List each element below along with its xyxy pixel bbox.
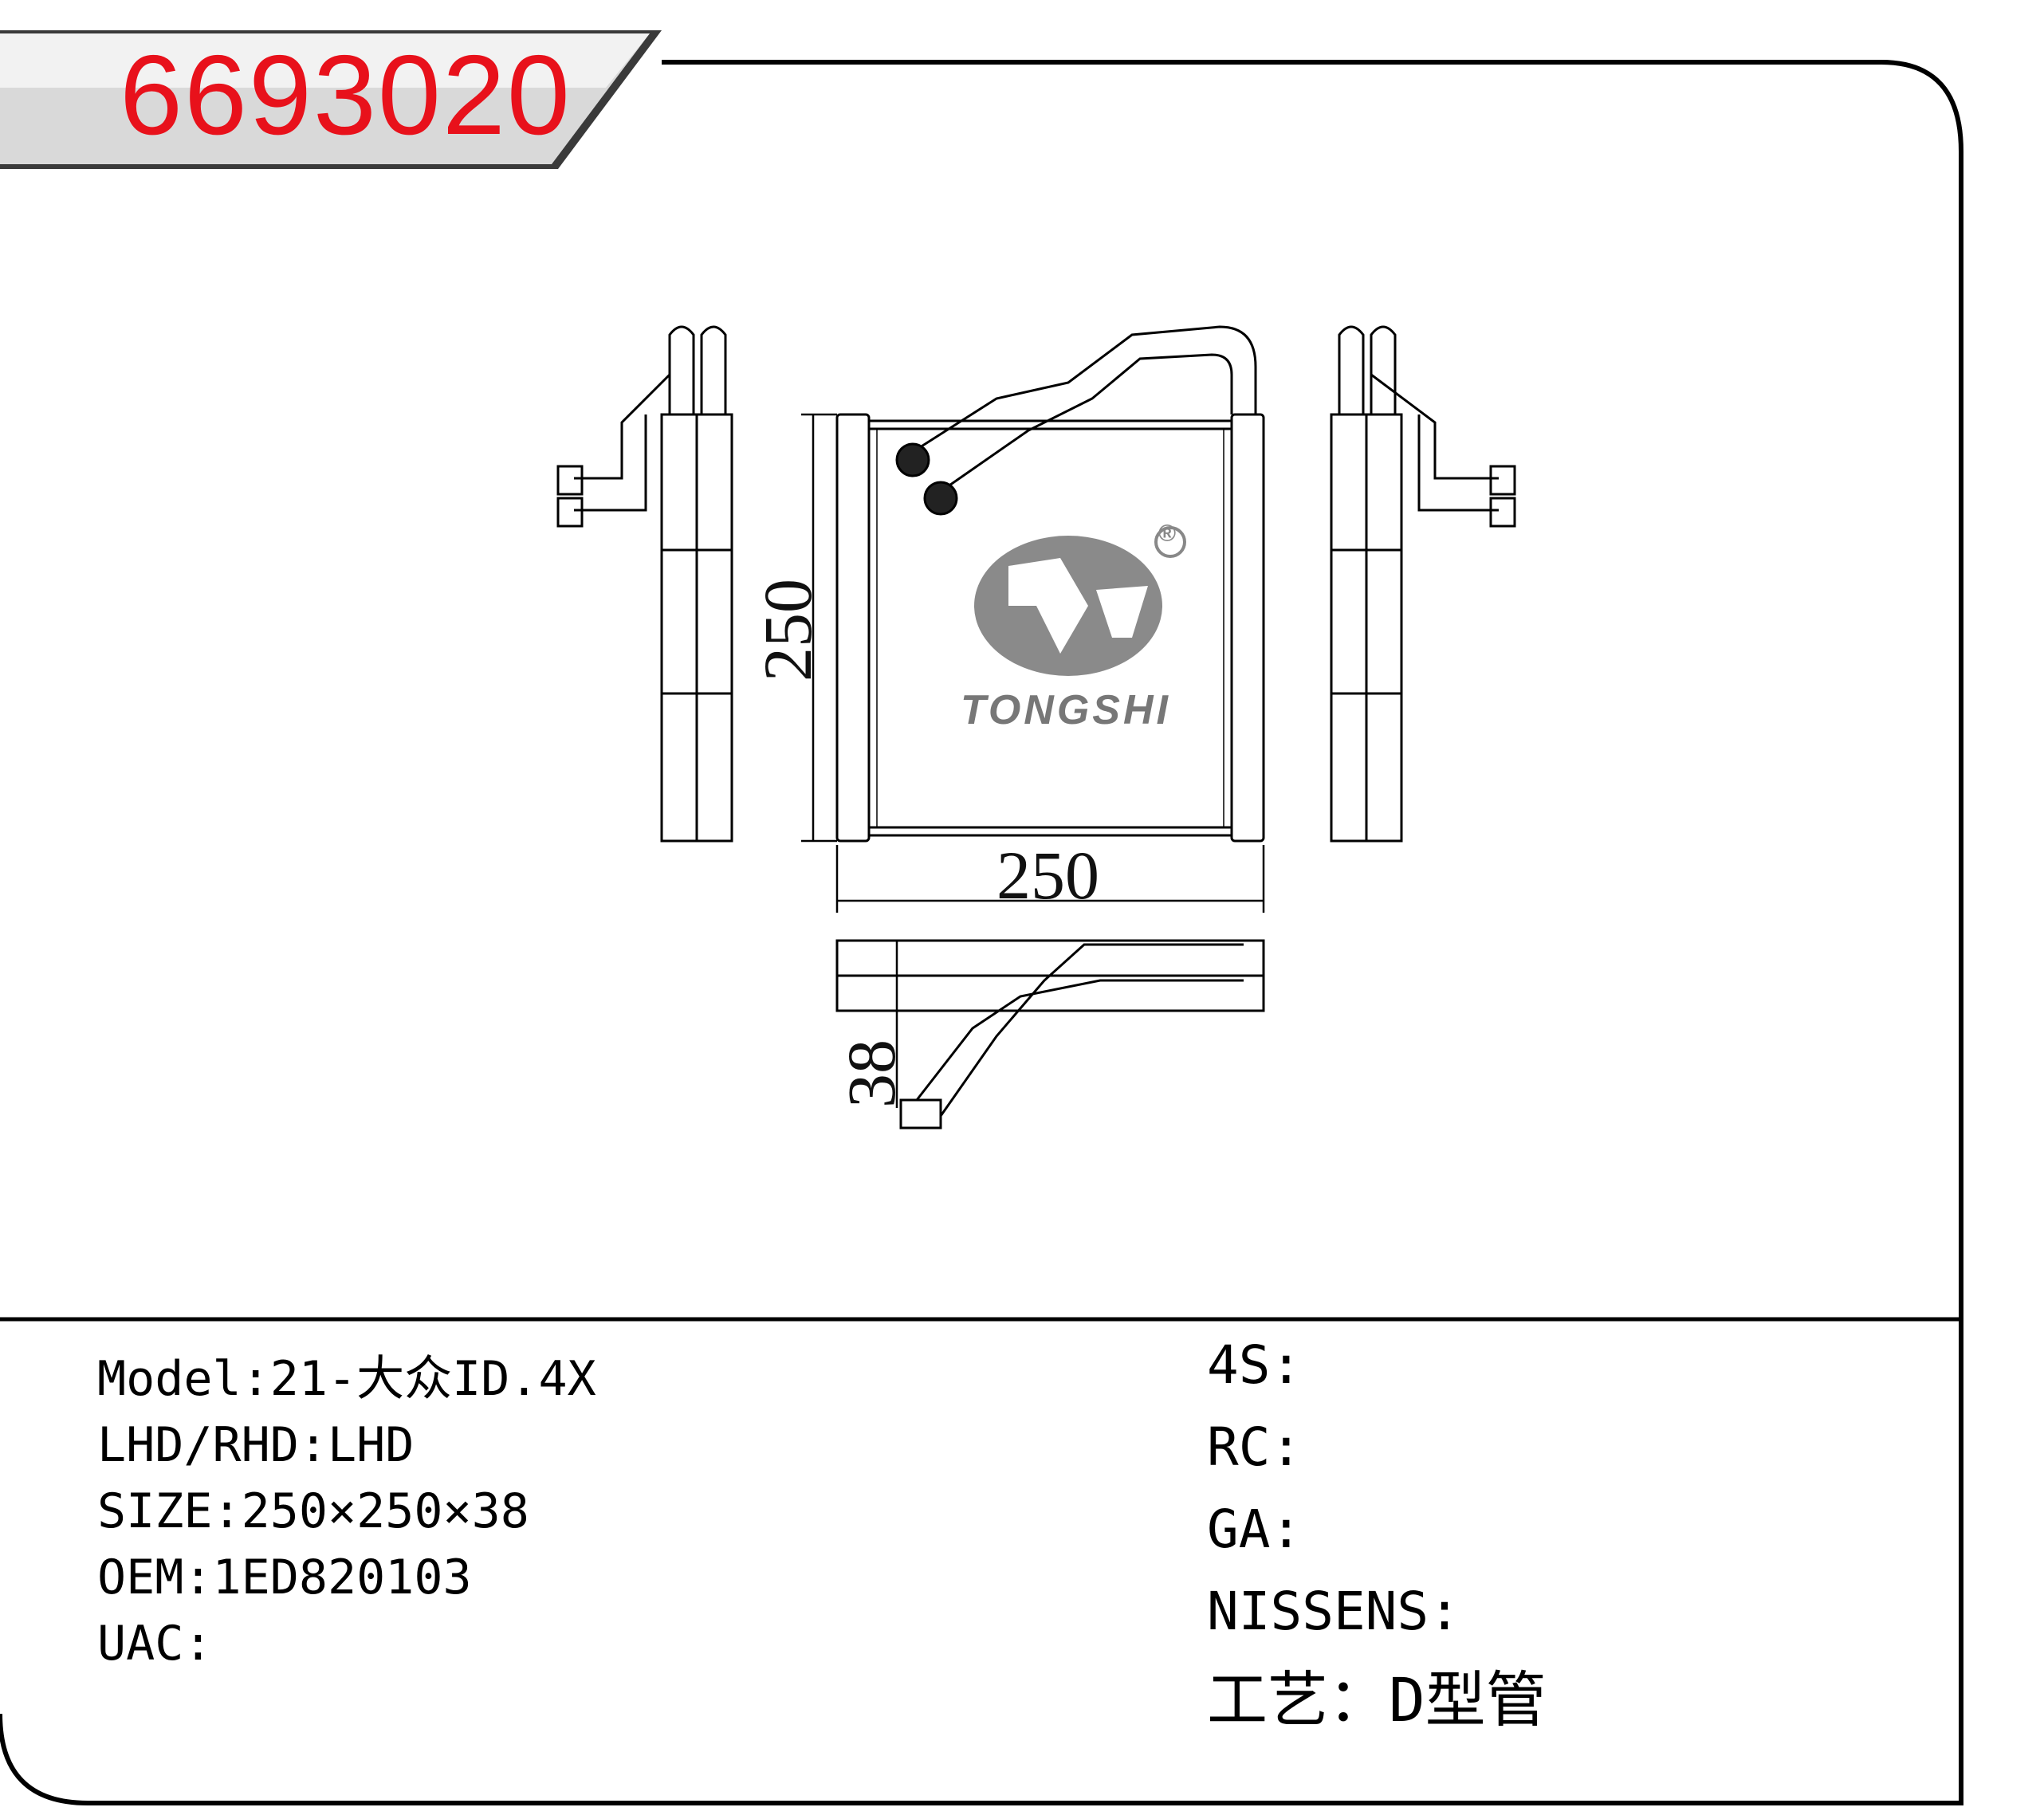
spec-nissens: NISSENS: <box>1207 1581 1460 1642</box>
spec-model: Model:21-大众ID.4X <box>97 1351 596 1407</box>
spec-uac: UAC: <box>97 1616 213 1672</box>
spec-ga: GA: <box>1207 1499 1303 1560</box>
tongshi-logo <box>974 526 1186 676</box>
height-dimension: 250 <box>749 579 826 682</box>
spec-process: 工艺：D型管 <box>1207 1664 1547 1735</box>
part-number: 6693020 <box>120 32 572 159</box>
front-view <box>835 325 1265 843</box>
spec-rc: RC: <box>1207 1416 1303 1478</box>
bottom-view <box>835 939 1265 1130</box>
right-side-view <box>1330 325 1516 843</box>
spec-oem: OEM:1ED820103 <box>97 1550 472 1605</box>
depth-dimension: 38 <box>833 1039 910 1108</box>
spec-4s: 4S: <box>1207 1334 1303 1396</box>
dimension-lines <box>801 413 1265 1108</box>
registered-mark: ® <box>1158 521 1177 547</box>
left-side-view <box>556 325 733 843</box>
width-dimension: 250 <box>996 837 1099 913</box>
spec-size: SIZE:250×250×38 <box>97 1483 529 1539</box>
brand-name: TONGSHI <box>961 687 1171 733</box>
spec-lhd-rhd: LHD/RHD:LHD <box>97 1417 415 1473</box>
